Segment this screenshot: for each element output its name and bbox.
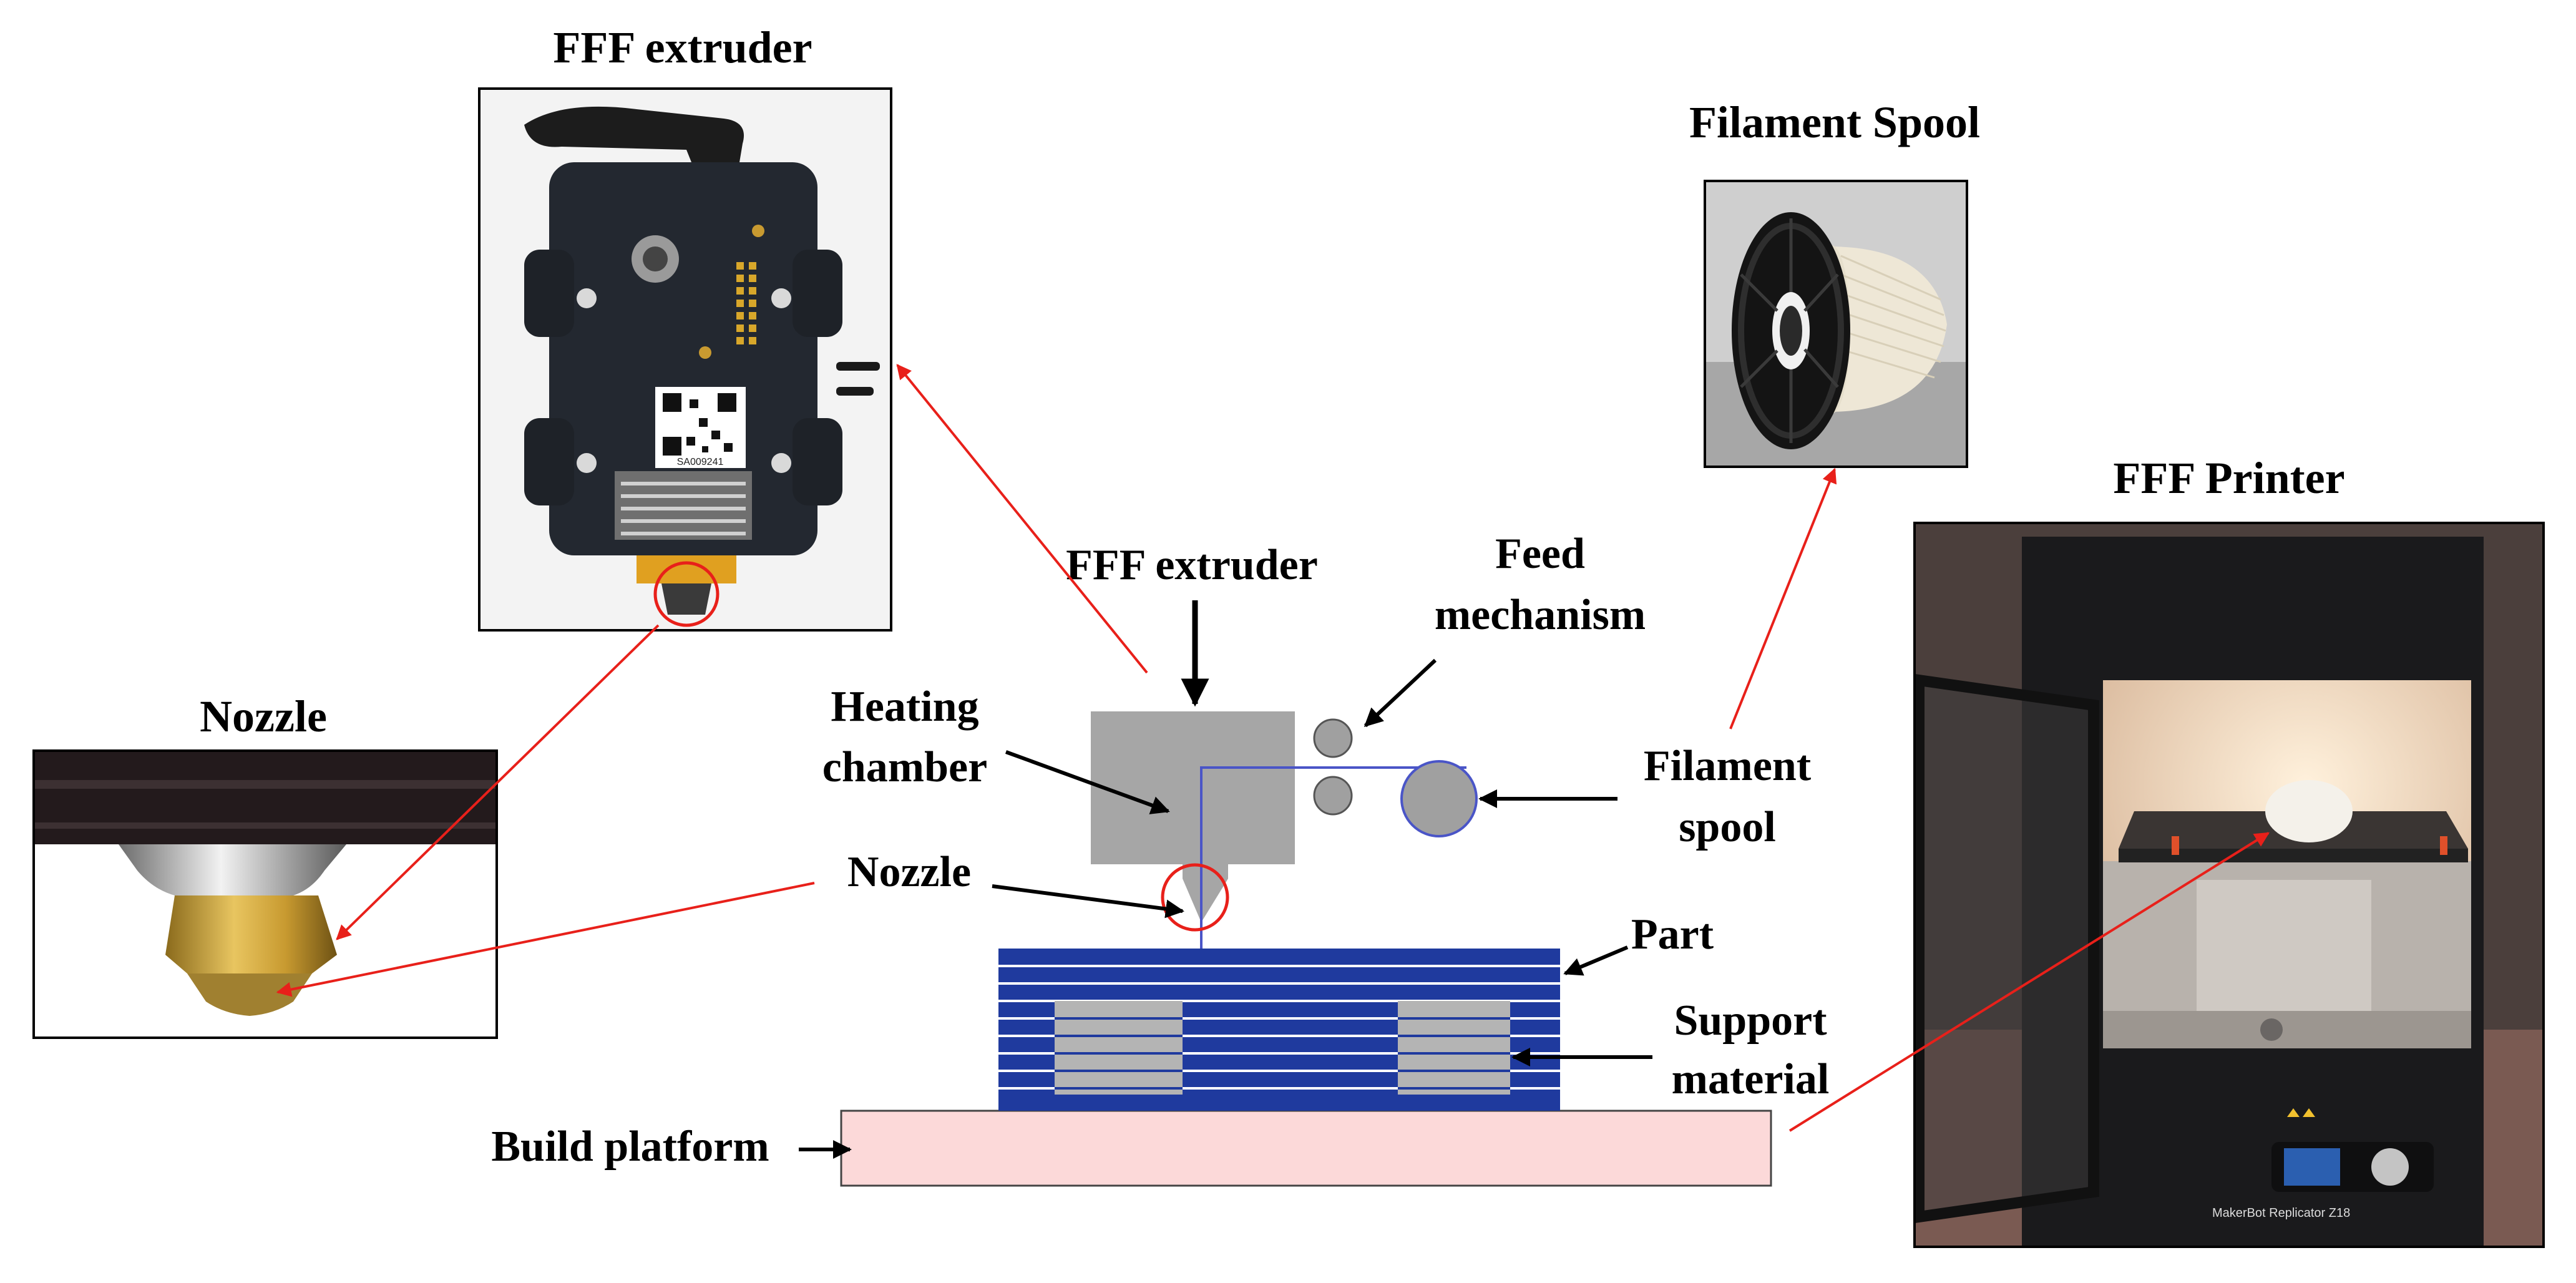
- feed-roller-top: [1313, 718, 1353, 758]
- feed-mechanism-label-line2: mechanism: [1435, 591, 1646, 639]
- filament-spool-photo-title: Filament Spool: [1689, 97, 1980, 147]
- heating-chamber-label-line1: Heating: [831, 683, 978, 731]
- filament-spool-photo: [1704, 180, 1968, 468]
- qr-serial-text: SA009241: [677, 457, 724, 467]
- fff-extruder-label: FFF extruder: [1066, 541, 1318, 589]
- feed-mechanism-label-line1: Feed: [1495, 530, 1585, 578]
- feed-roller-bottom: [1313, 776, 1353, 816]
- nozzle-closeup-photo-frame: [32, 749, 498, 1039]
- support-material-label-line1: Support: [1674, 997, 1827, 1045]
- black-pointer-arrows: [799, 600, 1652, 1159]
- printer-brand-text: MakerBot Replicator Z18: [2212, 1206, 2350, 1220]
- build-platform-rect: [840, 1110, 1772, 1187]
- part-label: Part: [1631, 910, 1714, 959]
- arrow-heating-chamber: [1005, 750, 1170, 814]
- build-platform-label: Build platform: [491, 1123, 769, 1171]
- red-arrow-to-spool-photo: [1729, 467, 1837, 729]
- red-arrow-to-printer-photo: [1788, 832, 2270, 1132]
- filament-path: [1200, 766, 1466, 949]
- extruder-nozzle-highlight-circle: [653, 561, 720, 627]
- red-callout-arrows: [276, 364, 2270, 1132]
- red-arrow-to-nozzle-photo-tip: [336, 624, 660, 940]
- heating-chamber-shape: [1091, 711, 1295, 922]
- heating-chamber-label-line2: chamber: [822, 743, 987, 791]
- spool-circle: [1400, 760, 1478, 837]
- filament-spool-photo-frame: [1704, 180, 1968, 468]
- schematic-nozzle-highlight-circle: [1161, 863, 1229, 932]
- fff-extruder-photo-title: FFF extruder: [553, 22, 812, 72]
- red-arrow-nozzle-label-to-photo: [276, 882, 815, 997]
- fff-printer-photo: MakerBot Replicator Z18: [1913, 522, 2545, 1248]
- support-material-block-left: [1055, 1001, 1183, 1095]
- fff-printer-photo-title: FFF Printer: [2113, 453, 2344, 503]
- arrow-feed-mechanism: [1364, 658, 1437, 728]
- fff-schematic: [840, 711, 1772, 1187]
- nozzle-photo-title: Nozzle: [200, 691, 327, 741]
- fff-extruder-photo-frame: [478, 87, 892, 632]
- arrow-nozzle: [992, 884, 1184, 919]
- filament-spool-label-line1: Filament: [1644, 742, 1811, 790]
- nozzle-label: Nozzle: [847, 848, 971, 896]
- fff-printer-photo-frame: [1913, 522, 2545, 1248]
- nozzle-closeup-photo: [32, 749, 498, 1039]
- arrow-part: [1563, 945, 1629, 976]
- red-arrow-to-extruder-photo: [896, 364, 1148, 674]
- fff-extruder-photo: SA009241: [478, 87, 892, 632]
- support-material-label-line2: material: [1672, 1055, 1830, 1103]
- support-material-block-right: [1398, 1001, 1510, 1095]
- filament-spool-label-line2: spool: [1679, 803, 1776, 851]
